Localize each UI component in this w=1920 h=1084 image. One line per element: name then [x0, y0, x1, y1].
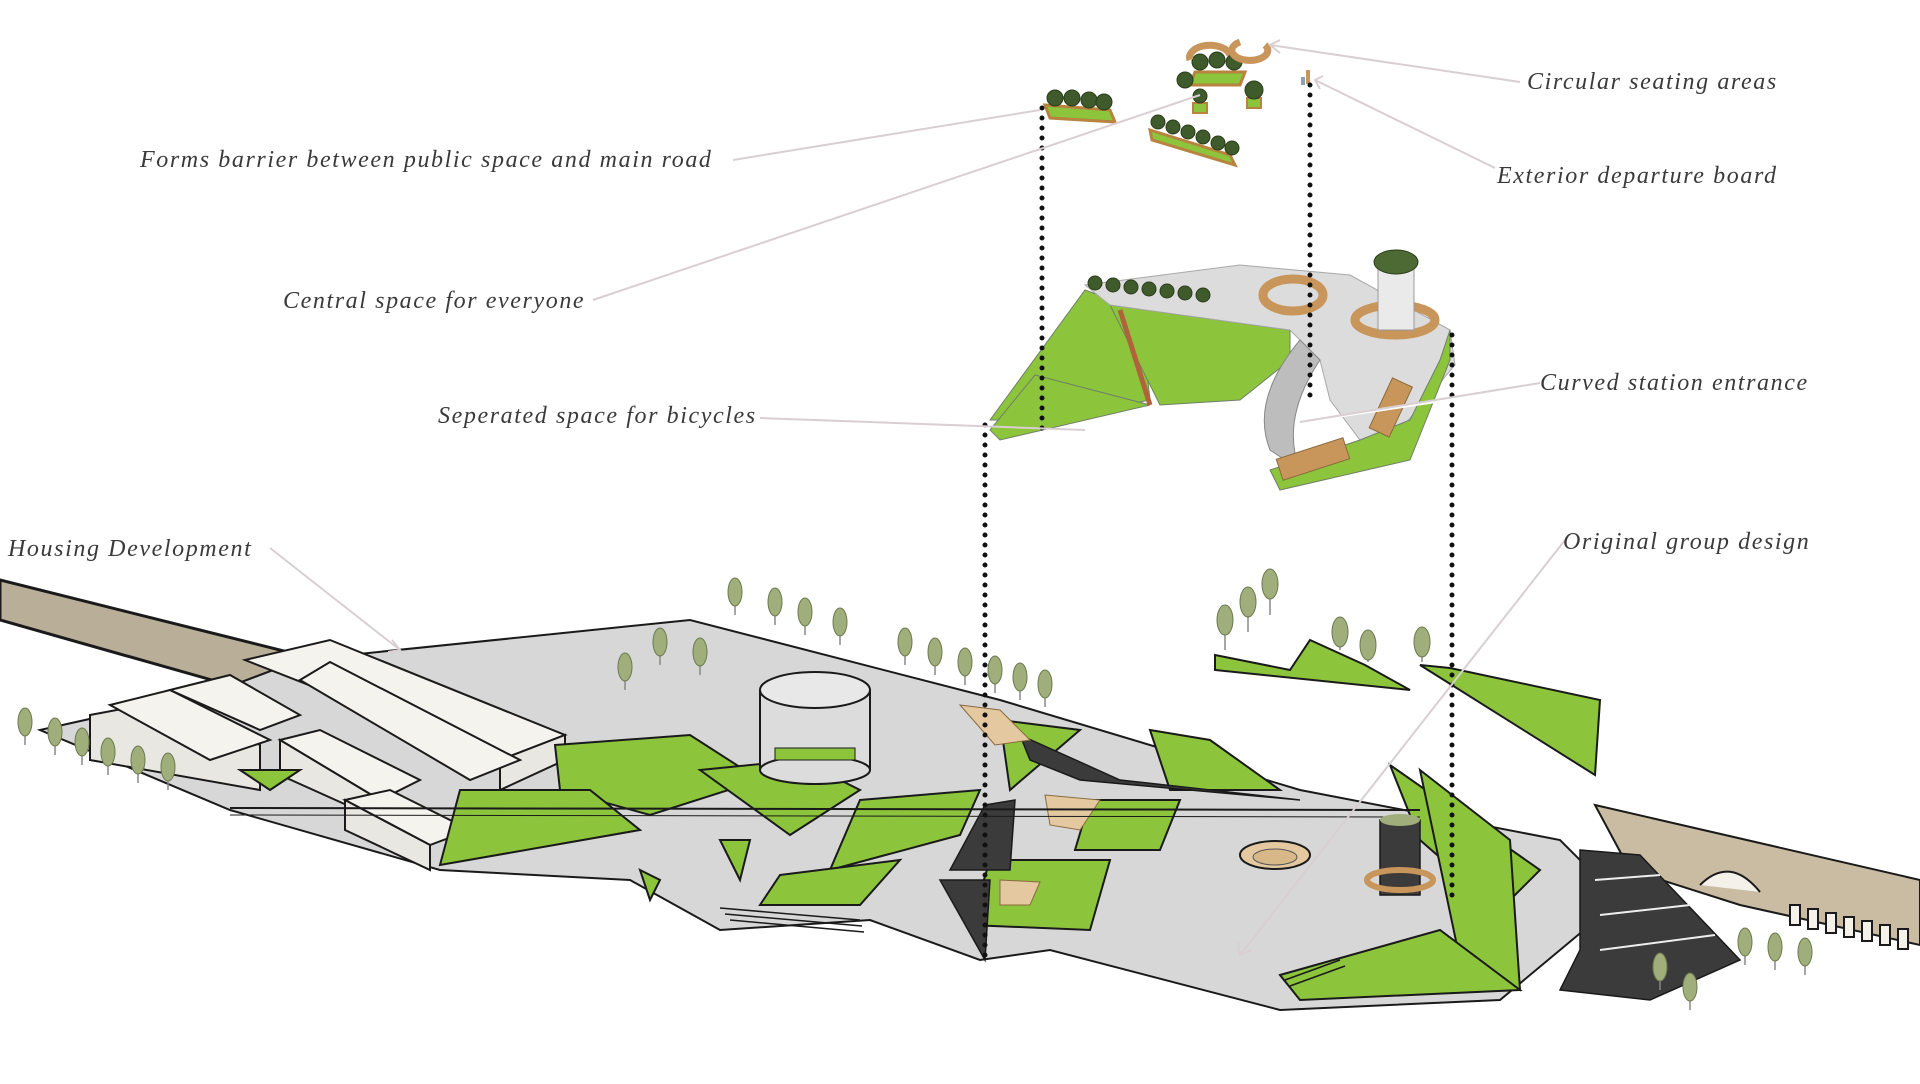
- housing-buildings: [89, 638, 568, 872]
- label-departure-board: Exterior departure board: [1497, 163, 1778, 189]
- plaza-tree-row: [1087, 275, 1211, 303]
- label-barrier: Forms barrier between public space and m…: [140, 147, 713, 173]
- label-circular-seating: Circular seating areas: [1527, 69, 1778, 95]
- planters-layer: [1042, 38, 1310, 168]
- grass-facets: [236, 718, 1542, 1002]
- sunken-amphitheatre: [1239, 840, 1311, 870]
- steps: [719, 907, 1346, 987]
- plaza-lawn-right: [1269, 329, 1451, 491]
- circular-seating-pieces: [1186, 38, 1272, 64]
- leader-lines: [269, 39, 1566, 957]
- bicycle-lawn: [989, 374, 1151, 441]
- stair-void-2: [938, 879, 991, 963]
- viaduct-arches: [1699, 870, 1909, 950]
- site-masterplan-layer: [0, 568, 1920, 1012]
- timber-deck-2: [1044, 794, 1101, 831]
- planter-long: [1148, 114, 1240, 168]
- bike-lane-mark: [1117, 309, 1153, 406]
- station-plaza-layer: [989, 249, 1546, 491]
- label-original-design: Original group design: [1563, 529, 1811, 555]
- station-tower-base: [1364, 814, 1436, 896]
- label-curved-entrance: Curved station entrance: [1540, 370, 1809, 396]
- parking-area: [1558, 849, 1742, 1001]
- masterplan-trees: [17, 577, 1813, 1010]
- timber-deck-3: [999, 879, 1041, 906]
- cylindrical-planter: [759, 671, 871, 785]
- ramp-dark: [1018, 733, 1301, 801]
- planter-cluster: [1176, 51, 1264, 114]
- timber-deck-1: [958, 704, 1032, 746]
- label-bicycles: Seperated space for bicycles: [438, 403, 757, 429]
- original-design-slabs: [1214, 568, 1602, 777]
- timber-steps: [1275, 437, 1351, 481]
- label-central-space: Central space for everyone: [283, 288, 586, 314]
- projection-lines: [982, 82, 1455, 968]
- departure-board: [1301, 70, 1310, 85]
- station-tower: [1350, 249, 1440, 340]
- circular-seat: [1258, 274, 1328, 316]
- label-housing: Housing Development: [8, 536, 253, 562]
- planter-left: [1042, 89, 1118, 124]
